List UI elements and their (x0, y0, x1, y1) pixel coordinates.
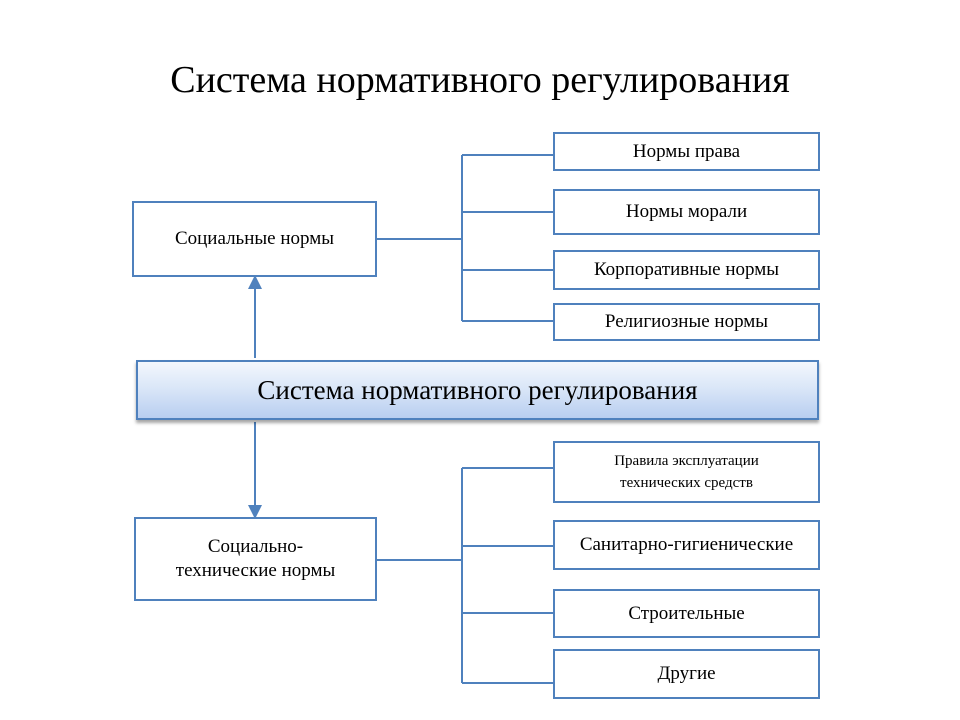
central-system-label: Система нормативного регулирования (257, 374, 698, 405)
norm-box-law: Нормы права (553, 132, 820, 171)
tech-box-sanitary: Санитарно-гигиенические (553, 520, 820, 570)
tech-label-line1: Правила эксплуатации (614, 453, 759, 469)
tech-label: Санитарно-гигиенические (579, 534, 794, 555)
slide-title: Система нормативного регулирования (170, 59, 790, 101)
norm-label: Корпоративные нормы (593, 259, 780, 280)
technical-norms-label-line2: технические нормы (175, 560, 336, 581)
norm-box-corporate: Корпоративные нормы (553, 250, 820, 290)
technical-norms-box: Социально- технические нормы (134, 517, 377, 601)
norm-box-morals: Нормы морали (553, 189, 820, 235)
norm-label: Нормы права (632, 140, 741, 162)
tech-label: Другие (657, 663, 716, 684)
social-norms-box: Социальные нормы (132, 201, 377, 277)
norm-label: Религиозные нормы (604, 311, 769, 332)
technical-norms-label-line1: Социально- (207, 536, 304, 557)
social-norms-label: Социальные нормы (174, 228, 335, 249)
norm-box-religious: Религиозные нормы (553, 303, 820, 341)
norm-label: Нормы морали (625, 201, 748, 222)
tech-label-line2: технических средств (620, 475, 753, 491)
central-system-box: Система нормативного регулирования (136, 360, 819, 420)
tech-box-construction: Строительные (553, 589, 820, 638)
tech-label: Строительные (628, 602, 745, 624)
tech-box-equipment: Правила эксплуатации технических средств (553, 441, 820, 503)
tech-box-other: Другие (553, 649, 820, 699)
